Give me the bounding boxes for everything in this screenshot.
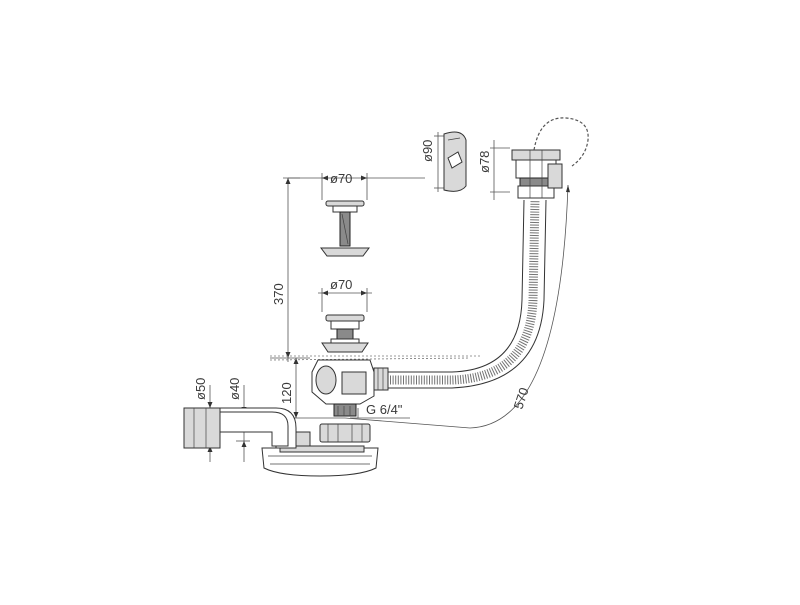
label-120: 120 <box>279 382 294 404</box>
label-d70-top: ø70 <box>330 171 352 186</box>
label-thread: G 6/4" <box>366 402 403 417</box>
dim-d90 <box>434 132 445 192</box>
label-570: 570 <box>511 386 532 411</box>
dim-370 <box>270 177 310 362</box>
flange-ring <box>320 247 370 257</box>
dim-570 <box>344 184 570 429</box>
dim-thread <box>350 408 410 419</box>
siphon-trap <box>261 423 379 477</box>
outlet-pipe <box>183 407 297 449</box>
dim-d70-mid <box>318 288 372 312</box>
label-370: 370 <box>271 283 286 305</box>
dim-120 <box>290 358 345 419</box>
label-d40: ø40 <box>227 378 242 400</box>
hose-nut <box>373 367 389 391</box>
dim-d70-top <box>288 173 425 200</box>
overflow-cap <box>443 131 467 192</box>
dim-d78 <box>490 140 510 200</box>
flexible-hose <box>388 199 547 389</box>
drain-plug-mid <box>321 314 369 353</box>
overflow-head <box>511 149 563 199</box>
outlet-body <box>311 359 375 417</box>
drain-plug-top <box>325 200 365 247</box>
label-d78: ø78 <box>477 151 492 173</box>
label-d50: ø50 <box>193 378 208 400</box>
label-d90: ø90 <box>420 140 435 162</box>
tub-bottom <box>269 355 480 361</box>
control-cable <box>533 117 589 167</box>
label-d70-mid: ø70 <box>330 277 352 292</box>
